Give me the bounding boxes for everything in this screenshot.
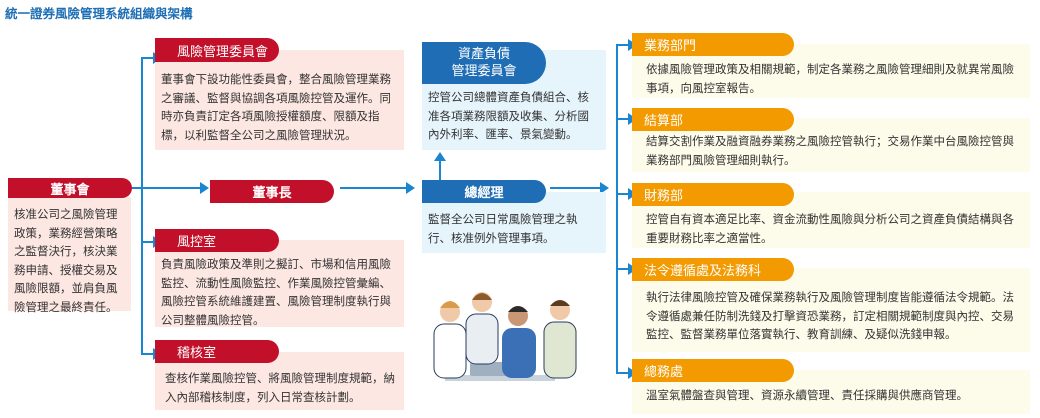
arrow-right-icon [600,182,609,194]
alm-committee-header: 資產負債 管理委員會 [422,42,546,84]
arrow-right-icon [406,182,415,194]
dept-settlement-desc: 結算交割作業及融資融券業務之風險控管執行；交易作業中台風險控管與業務部門風險管理… [632,118,1030,172]
dept-sales-desc: 依據風險管理政策及相關規範，制定各業務之風險管理細則及就異常風險事項，向風控室報… [632,44,1030,98]
connector-line [616,268,630,270]
arrow-right-icon [200,182,209,194]
page-title: 統一證券風險管理系統組織與架構 [5,6,193,21]
board-desc: 核准公司之風險管理政策，業務經營策略之監督決行，核決業務申請、授權交易及風險限額… [8,197,131,314]
dept-finance-header: 財務部 [632,183,794,206]
risk-committee-header: 風險管理委員會 [155,38,279,62]
connector-line [141,57,153,59]
dept-compliance-header: 法令遵循處及法務科 [632,258,794,281]
arrow-up-icon [434,152,446,161]
audit-office-header: 稽核室 [155,340,279,363]
connector-line [340,187,408,189]
dept-sales-header: 業務部門 [632,33,794,56]
connector-line [616,44,618,374]
connector-line [616,118,630,120]
connector-line [141,241,153,243]
connector-line [616,44,630,46]
team-meeting-illustration [433,292,577,381]
dept-compliance-desc: 執行法律風險控管及確保業務執行及風險管理制度皆能遵循法令規範。法令遵循處兼任防制… [632,268,1030,352]
dept-settlement-header: 結算部 [632,108,794,131]
risk-office-desc: 負責風險政策及準則之擬訂、市場和信用風險監控、流動性風險監控、作業風險控管彙編、… [155,240,404,327]
connector-line [616,372,630,374]
connector-line [439,160,441,180]
board-header: 董事會 [8,178,132,198]
connector-line [616,193,630,195]
chairman-header: 董事長 [210,180,334,203]
risk-office-header: 風控室 [155,229,279,252]
connector-line [550,187,600,189]
connector-line [141,57,143,355]
connector-line [141,353,153,355]
president-header: 總經理 [422,180,546,203]
connector-line [132,187,202,189]
risk-committee-desc: 董事會下設功能性委員會，整合風險管理業務之審議、監督與協調各項風險控管及運作。同… [155,50,404,150]
dept-general-affairs-header: 總務處 [632,359,794,382]
dept-general-affairs-desc: 溫室氣體盤查與管理、資源永續管理、責任採購與供應商管理。 [632,370,1030,414]
alm-label-line2: 管理委員會 [451,64,517,79]
audit-office-desc: 查核作業風險控管、將風險管理制度規範，納入內部稽核制度，列入日常查核計劃。 [155,352,404,410]
alm-label-line1: 資產負債 [457,47,510,62]
